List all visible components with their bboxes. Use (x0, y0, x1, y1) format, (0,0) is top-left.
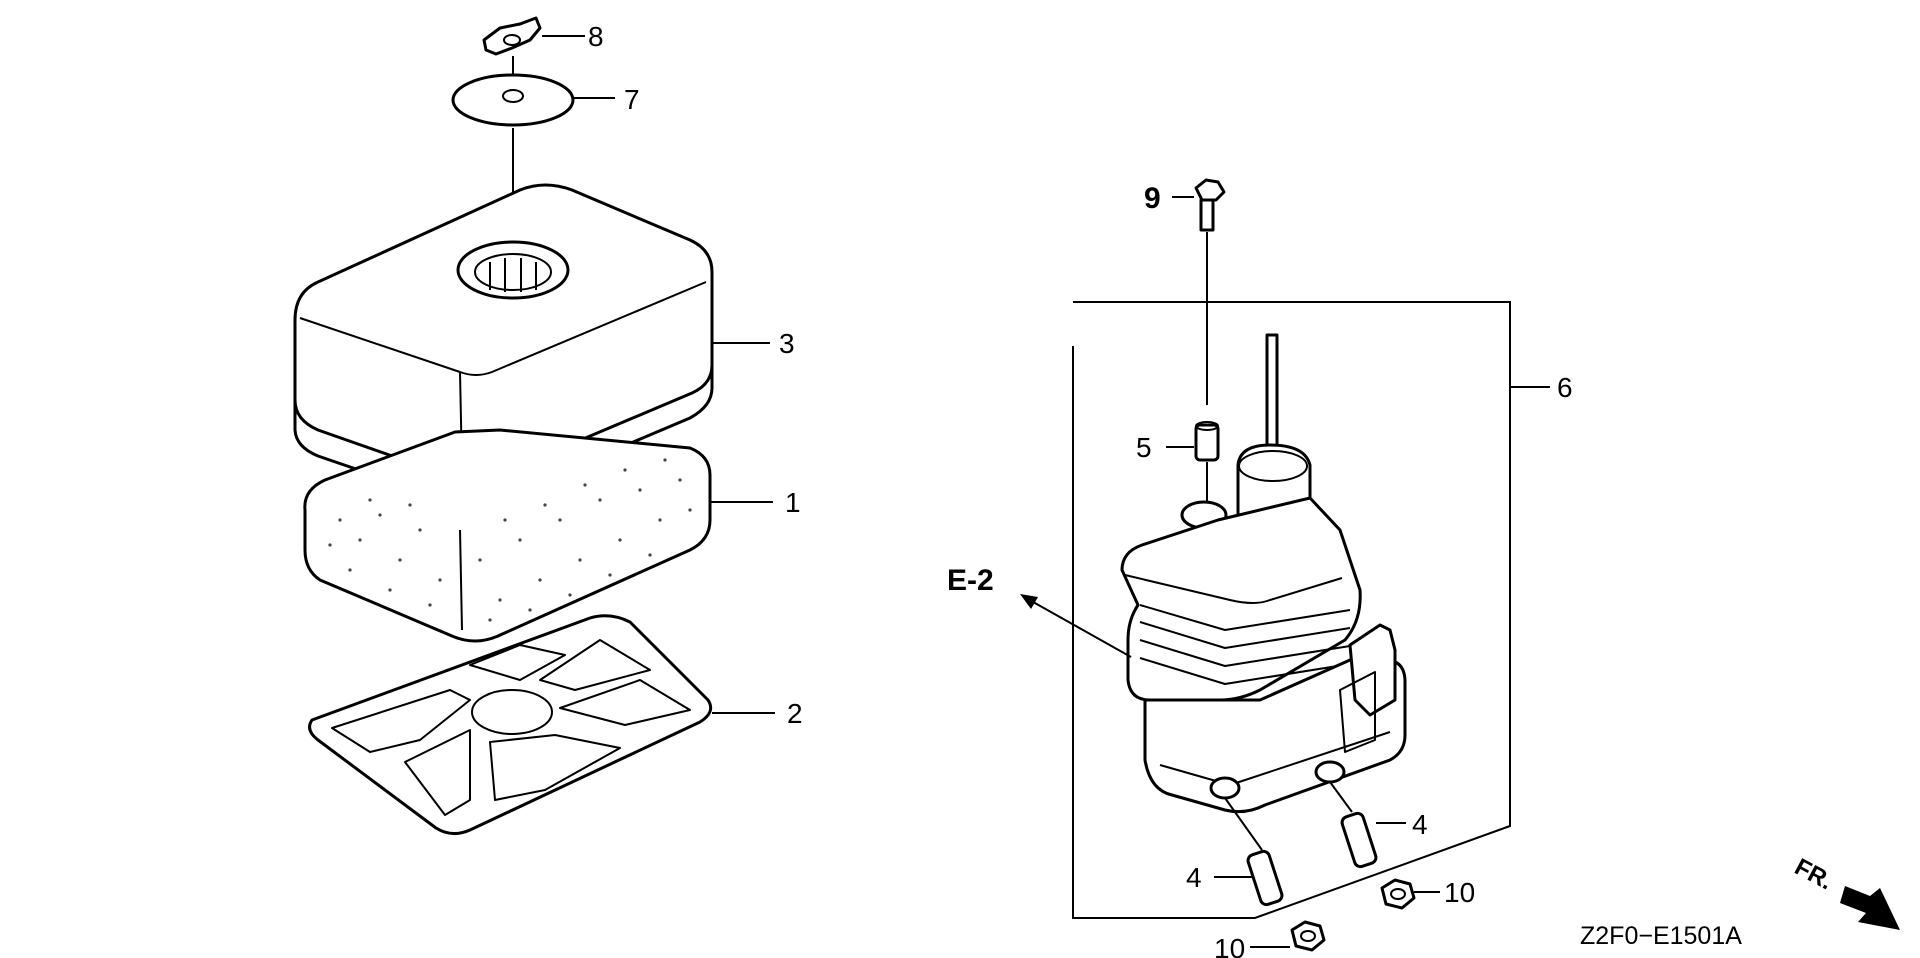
air-cleaner-case (1120, 333, 1407, 814)
callout-8: 8 (588, 21, 604, 52)
callout-3: 3 (779, 328, 795, 359)
e2-reference-label: E-2 (947, 564, 994, 597)
callout-5: 5 (1136, 432, 1152, 463)
washer-part-7 (451, 56, 615, 127)
collar-part-5 (1166, 421, 1220, 505)
nut-part-10-right (1380, 878, 1440, 910)
wing-nut-part-8 (482, 16, 585, 56)
callout-4-right: 4 (1412, 809, 1428, 840)
callout-10-right: 10 (1444, 877, 1475, 908)
nut-part-10-left (1250, 920, 1326, 952)
grid-base-part-2 (308, 614, 775, 835)
callout-2: 2 (787, 698, 803, 729)
front-direction-arrow-icon (1840, 886, 1900, 930)
part-6-bracket (1072, 301, 1550, 919)
callout-9: 9 (1144, 182, 1161, 215)
callout-7: 7 (624, 84, 640, 115)
e2-reference-arrow (1020, 594, 1132, 658)
callout-4-left: 4 (1186, 862, 1202, 893)
bolt-part-9 (1172, 178, 1226, 405)
callout-10-left: 10 (1214, 933, 1245, 958)
sleeve-part-4-right (1329, 781, 1406, 869)
diagram-code: Z2F0−E1501A (1580, 922, 1742, 950)
callout-1: 1 (785, 487, 801, 518)
sleeve-part-4-left (1214, 797, 1284, 907)
foam-element-part-1 (303, 428, 773, 643)
callout-6: 6 (1557, 372, 1573, 403)
front-label: FR. (1790, 853, 1837, 895)
